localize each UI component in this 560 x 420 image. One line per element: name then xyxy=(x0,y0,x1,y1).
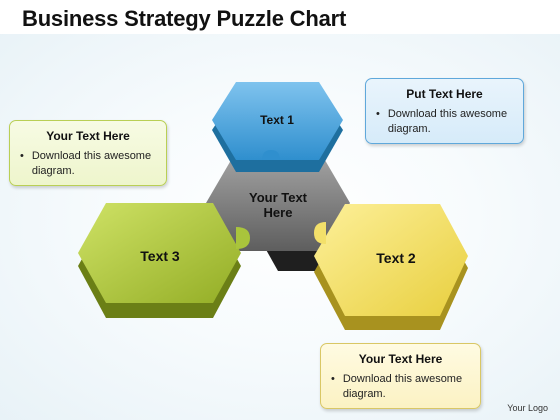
callout-bottom-right: Your Text Here • Download this awesome d… xyxy=(320,343,481,409)
center-label-line1: Your Text xyxy=(249,190,308,205)
callout-bottom-right-bullet: Download this awesome diagram. xyxy=(342,373,463,400)
callout-left: Your Text Here • Download this awesome d… xyxy=(9,120,167,186)
bullet-icon: • xyxy=(20,150,24,162)
center-label-line2: Here xyxy=(264,205,293,220)
top-hexagon-label: Text 1 xyxy=(260,113,294,127)
left-hexagon xyxy=(78,203,250,318)
page-title: Business Strategy Puzzle Chart xyxy=(22,6,347,31)
bullet-icon: • xyxy=(376,108,380,120)
callout-top-right-title: Put Text Here xyxy=(406,87,483,101)
callout-left-bullet: Download this awesome diagram. xyxy=(31,150,152,177)
callout-top-right: Put Text Here • Download this awesome di… xyxy=(365,78,524,144)
logo-text: Your Logo xyxy=(507,403,548,413)
left-hexagon-label: Text 3 xyxy=(140,248,180,264)
top-hexagon xyxy=(212,82,343,172)
bullet-icon: • xyxy=(331,373,335,385)
right-hexagon xyxy=(314,204,468,330)
right-hexagon-label: Text 2 xyxy=(376,250,416,266)
callout-left-title: Your Text Here xyxy=(46,129,130,143)
callout-top-right-bullet: Download this awesome diagram. xyxy=(387,108,508,135)
callout-bottom-right-title: Your Text Here xyxy=(358,352,443,366)
